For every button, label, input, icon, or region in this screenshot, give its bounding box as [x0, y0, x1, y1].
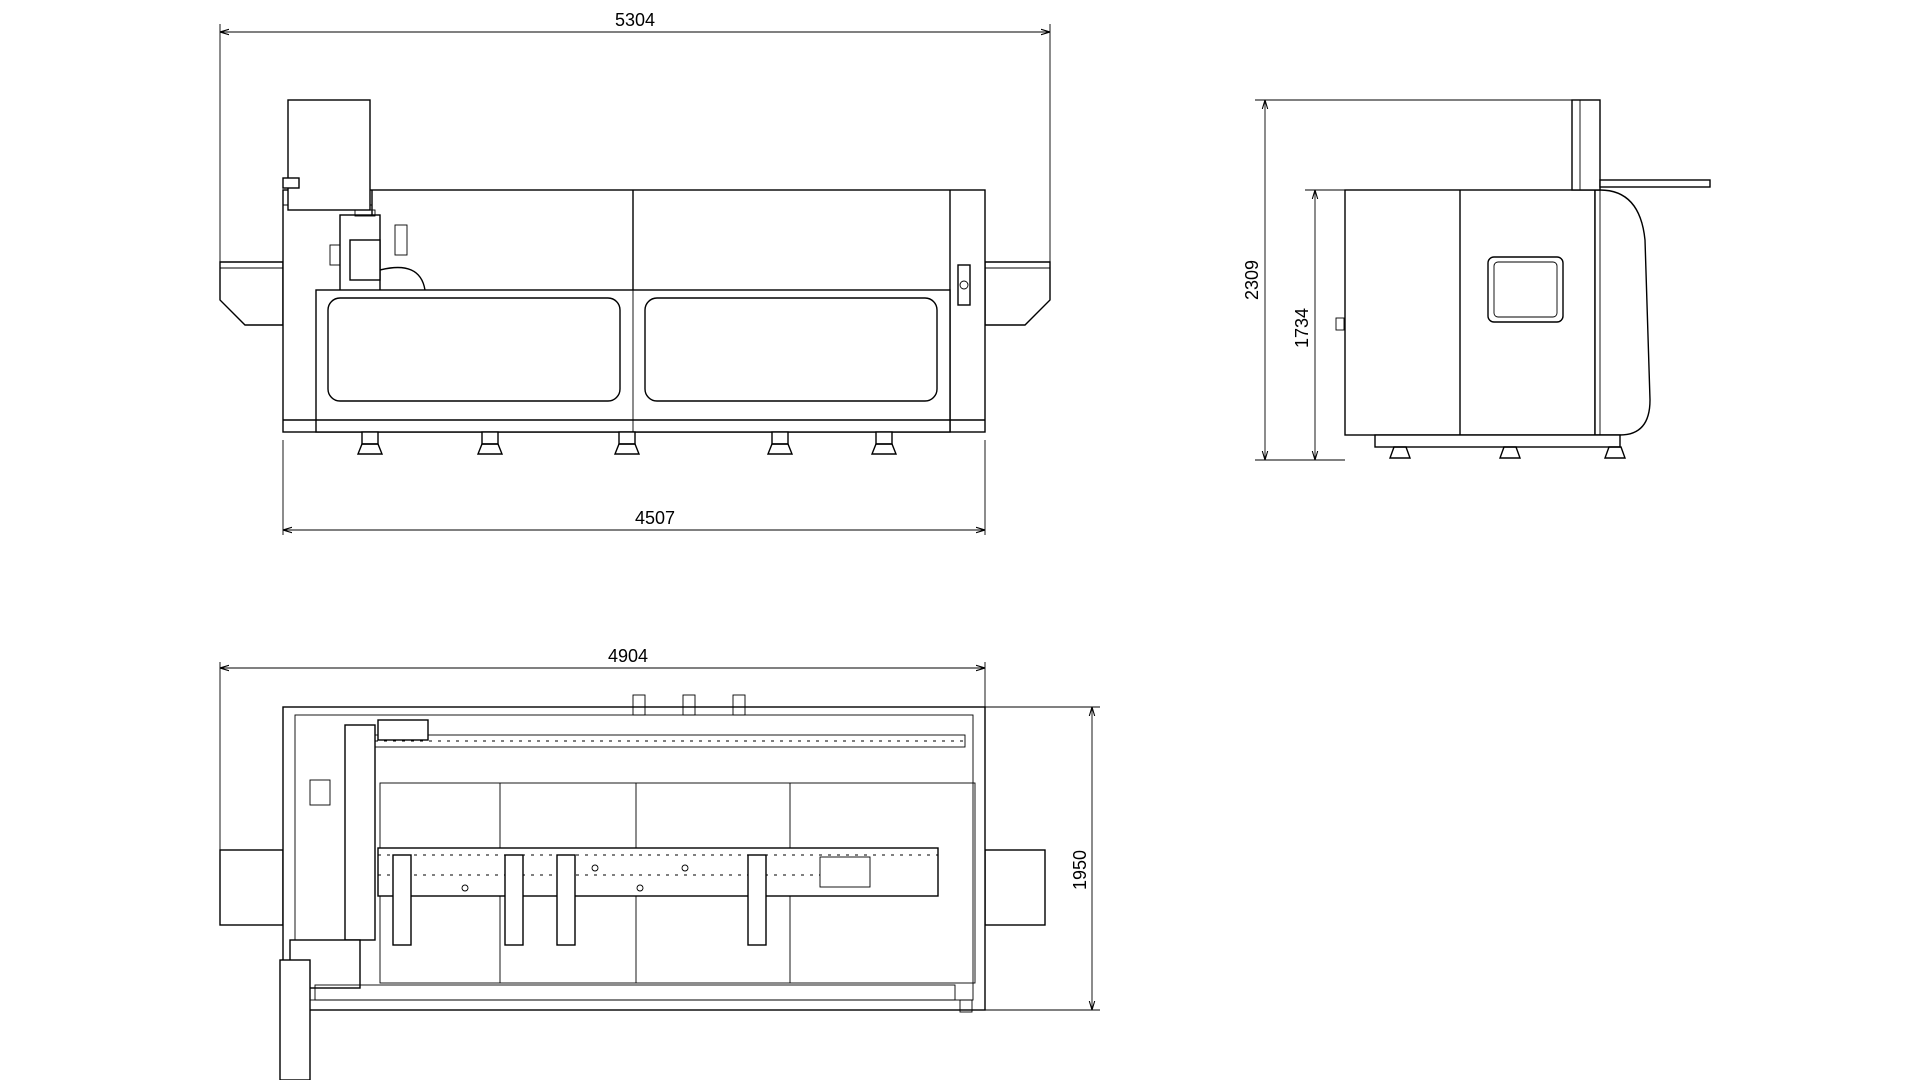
dimension-overall-width-top: 4904	[219, 646, 986, 860]
dim-4904-label: 4904	[608, 646, 648, 666]
dim-4507-label: 4507	[635, 508, 675, 528]
dim-1734-label: 1734	[1292, 308, 1312, 348]
dimension-overall-width-front: 5304	[219, 10, 1051, 270]
side-view: 2309 1734	[1242, 99, 1711, 461]
dimension-overall-height-side: 2309	[1242, 99, 1600, 461]
side-feet	[1389, 446, 1626, 459]
dimension-overall-depth-top: 1950	[985, 706, 1100, 1011]
dimension-body-width-front: 4507	[282, 440, 986, 535]
dim-2309-label: 2309	[1242, 260, 1262, 300]
top-clamps	[392, 854, 767, 946]
front-view: 5304	[219, 10, 1051, 535]
dim-5304-label: 5304	[615, 10, 655, 30]
dimension-body-height-side: 1734	[1292, 189, 1345, 460]
top-view: 4904 1950	[219, 646, 1100, 1080]
front-feet	[356, 431, 898, 455]
dim-1950-label: 1950	[1070, 850, 1090, 890]
